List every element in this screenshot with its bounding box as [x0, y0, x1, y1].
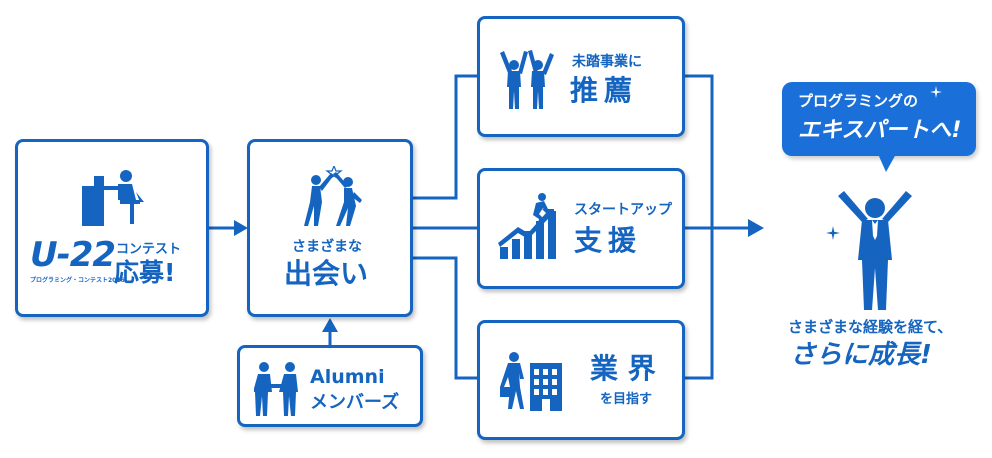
- celebrating-people-icon: [500, 50, 554, 109]
- bubble-tail: [878, 154, 896, 172]
- contest-label-big: 応募!: [114, 258, 176, 287]
- meet-label-small: さまざまな: [292, 239, 362, 255]
- alumni-label-line1: Alumni: [310, 366, 385, 388]
- startup-label-big: 支援: [574, 224, 643, 257]
- industry-label-big: 業 界: [590, 352, 656, 385]
- sparkle-icon: [826, 226, 840, 240]
- growth-chart-icon: [498, 193, 556, 259]
- programmer-at-desk-icon: [82, 170, 144, 226]
- industry-label-small: を目指す: [600, 392, 653, 407]
- arrow-head: [322, 318, 338, 332]
- alumni-box: Alumni メンバーズ: [237, 345, 423, 427]
- contest-logo-sub: プログラミング・コンテスト2016: [30, 277, 125, 284]
- growth-line1: さまざまな経験を経て、: [788, 318, 953, 336]
- alumni-label-line2: メンバーズ: [310, 392, 400, 413]
- startup-label-small: スタートアップ: [574, 202, 672, 218]
- handshake-people-icon: [254, 362, 298, 416]
- arrow-head: [234, 220, 248, 236]
- bubble-line1: プログラミングの: [798, 92, 919, 110]
- recommend-label-big: 推薦: [570, 74, 639, 107]
- industry-box: 業 界 を目指す: [477, 320, 685, 440]
- meet-label-big: 出会い: [284, 257, 369, 290]
- arrow-head: [748, 219, 764, 237]
- startup-box: スタートアップ 支援: [477, 168, 685, 289]
- high-five-people-icon: [304, 166, 362, 226]
- sparkle-icon: [930, 86, 942, 98]
- recommend-label-small: 未踏事業に: [572, 54, 642, 70]
- recommend-box: 未踏事業に 推薦: [477, 16, 685, 137]
- businessman-building-icon: [500, 352, 562, 411]
- meet-box: さまざまな 出会い: [247, 139, 413, 317]
- contest-label-small: コンテスト: [116, 242, 182, 257]
- bubble-line2: エキスパートへ!: [798, 118, 962, 143]
- growth-line2: さらに成長!: [790, 340, 932, 370]
- cheering-businessman-icon: [838, 191, 912, 310]
- expert-speech-bubble: プログラミングの エキスパートへ!: [782, 82, 976, 172]
- contest-box: U-22 プログラミング・コンテスト2016 コンテスト 応募!: [15, 139, 209, 317]
- contest-logo: U-22: [30, 235, 116, 275]
